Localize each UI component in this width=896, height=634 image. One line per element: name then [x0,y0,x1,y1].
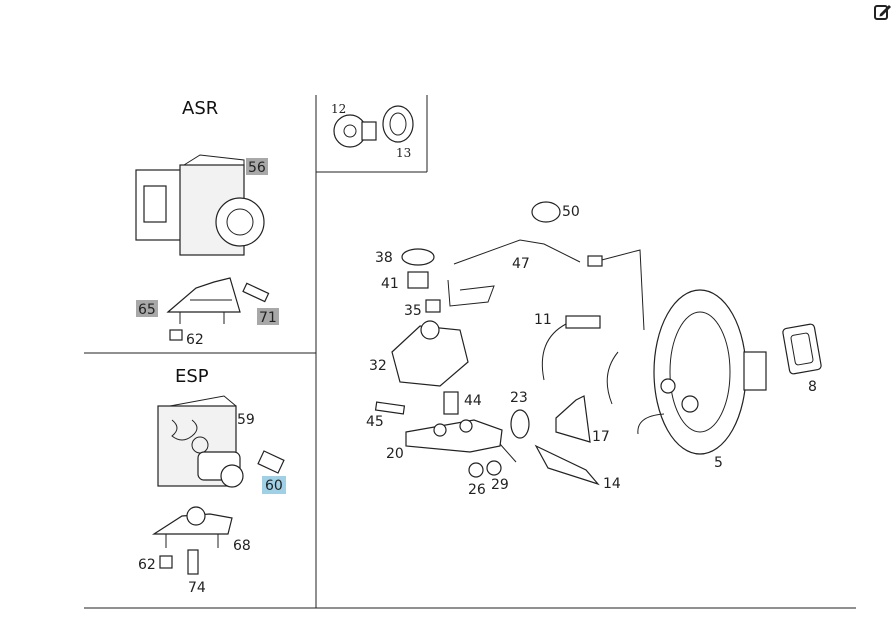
gasket-8 [782,323,822,375]
callout-26: 26 [468,482,486,498]
callout-17: 17 [592,429,610,445]
inset-parts [333,105,414,148]
callout-56[interactable]: 56 [248,160,266,176]
callout-65[interactable]: 65 [138,302,156,318]
callout-32: 32 [369,358,387,374]
reservoir [391,248,469,387]
callout-13: 13 [396,146,411,160]
callout-38: 38 [375,250,393,266]
callout-23: 23 [510,390,528,406]
callout-71[interactable]: 71 [259,310,277,326]
callout-8: 8 [808,379,817,395]
callout-5: 5 [714,455,723,471]
callout-74: 74 [188,580,206,596]
callout-44: 44 [464,393,482,409]
edit-icon[interactable] [873,2,893,22]
asr-title: ASR [182,98,218,119]
callout-62-esp: 62 [138,557,156,573]
asr-bracket [166,277,270,341]
esp-bracket [151,506,233,575]
master-cylinder [374,391,530,478]
callout-62-asr: 62 [186,332,204,348]
callout-47: 47 [512,256,530,272]
callout-60-highlight [262,476,286,494]
esp-hydraulic-unit [157,395,285,488]
vacuum-hose [447,201,645,331]
callout-41: 41 [381,276,399,292]
callout-50: 50 [562,204,580,220]
callout-11: 11 [534,312,552,328]
callout-12: 12 [331,102,346,116]
callout-59: 59 [237,412,255,428]
callout-45: 45 [366,414,384,430]
callout-20: 20 [386,446,404,462]
callout-68: 68 [233,538,251,554]
callout-14: 14 [603,476,621,492]
callout-71-highlight [257,308,279,325]
frame-lines [84,95,856,609]
callout-29: 29 [491,477,509,493]
callout-65-highlight [136,300,158,317]
callout-35: 35 [404,303,422,319]
asr-hydraulic-unit [135,154,265,256]
esp-title: ESP [175,366,209,387]
callout-60[interactable]: 60 [265,478,283,494]
callout-56-highlight [246,158,268,175]
sensors-brackets [534,315,665,486]
brake-booster [653,289,767,455]
